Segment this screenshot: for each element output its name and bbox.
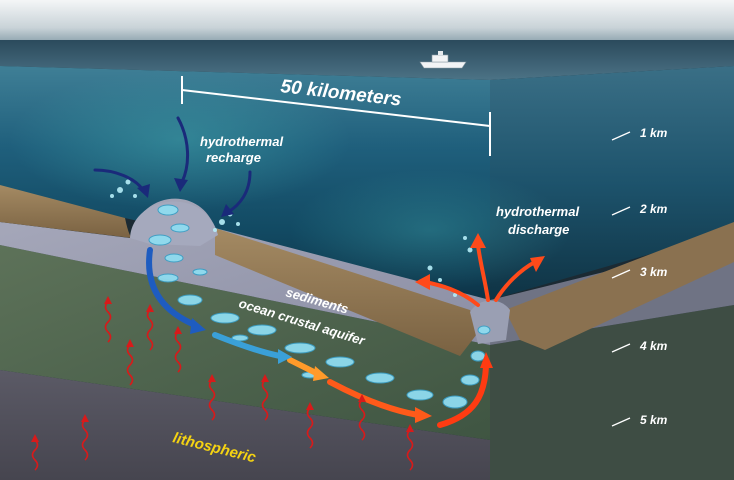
depth-marker-3km: 3 km bbox=[640, 265, 668, 279]
sky bbox=[0, 0, 734, 46]
deep-basement bbox=[0, 370, 490, 480]
discharge-label-line2: discharge bbox=[508, 222, 569, 237]
sediment-layer bbox=[215, 228, 480, 356]
sediment-left bbox=[0, 185, 132, 238]
depth-marker-4km: 4 km bbox=[639, 339, 668, 353]
recharge-arrowheads bbox=[137, 178, 234, 217]
aquifer-flow-arrows bbox=[146, 247, 489, 428]
scale-bar bbox=[181, 76, 491, 156]
discharge-label-line1: hydrothermal bbox=[496, 204, 579, 219]
vent-bubbles bbox=[110, 179, 473, 297]
ocean-surface bbox=[0, 40, 734, 80]
depth-marker-5km: 5 km bbox=[640, 413, 668, 427]
research-ship-icon bbox=[419, 51, 467, 69]
lithosphere-layer bbox=[0, 245, 490, 440]
depth-marker-1km: 1 km bbox=[640, 126, 668, 140]
recharge-label-line2: recharge bbox=[206, 150, 261, 165]
aquifer-flow-arrowheads bbox=[190, 318, 493, 423]
discharge-arrowheads bbox=[415, 233, 545, 290]
depth-marker-2km: 2 km bbox=[639, 202, 668, 216]
water-glow bbox=[10, 70, 350, 210]
lithosphere-side bbox=[490, 305, 734, 480]
aquifer-fluid bbox=[148, 204, 491, 409]
recharge-seamount bbox=[130, 201, 218, 246]
recharge-label-line1: hydrothermal bbox=[200, 134, 283, 149]
heat-squiggles bbox=[31, 301, 414, 471]
depth-ticks bbox=[611, 131, 631, 427]
sediment-side bbox=[505, 222, 734, 350]
